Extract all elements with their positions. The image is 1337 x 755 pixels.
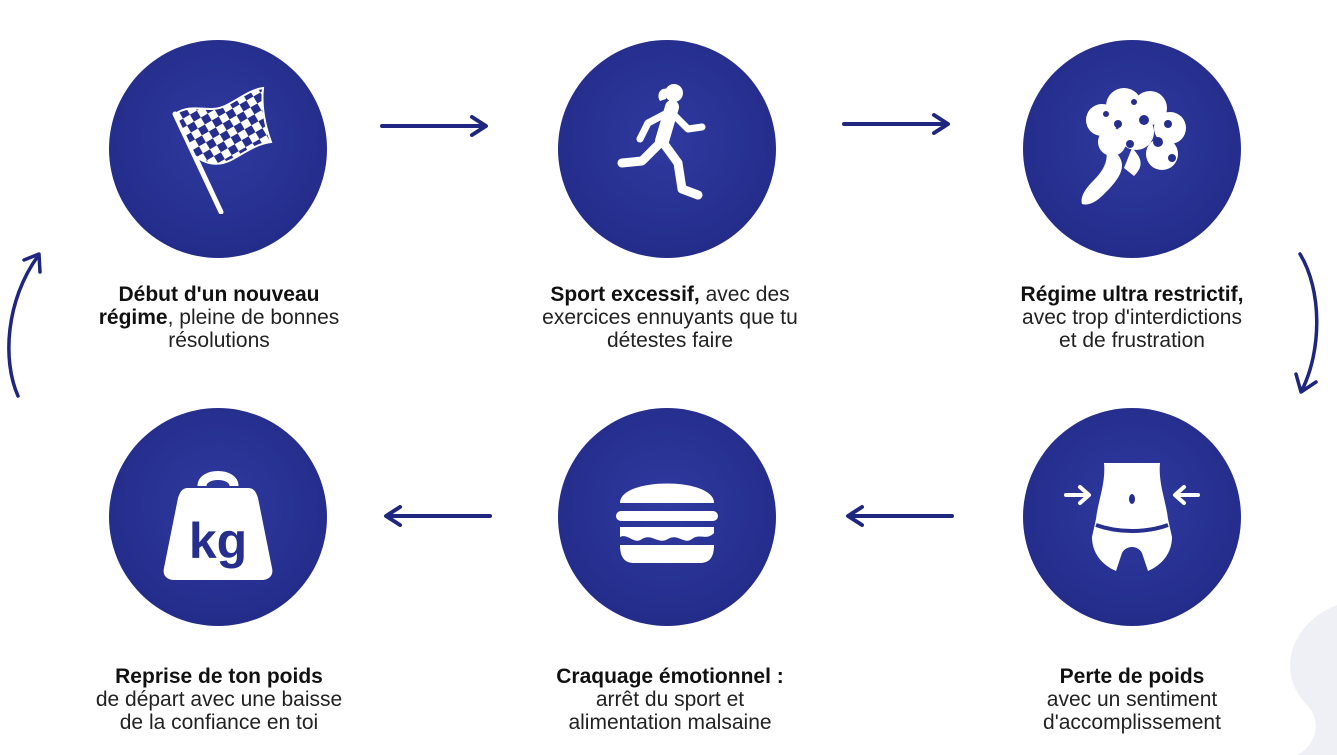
checkered-flag-icon <box>172 86 273 214</box>
kg-label: kg <box>189 513 247 569</box>
step-3-circle <box>1023 40 1241 258</box>
step-5-caption: Craquage émotionnel : arrêt du sport et … <box>505 665 835 734</box>
step-2-bold: Sport excessif, <box>550 283 700 306</box>
step-6-bold: Reprise de ton poids <box>115 665 323 688</box>
step-3-line2: avec trop d'interdictions <box>1022 306 1242 329</box>
step-6-line2: de départ avec une baisse <box>95 688 343 711</box>
step-1-bold-2: régime <box>98 306 168 329</box>
step-2-circle <box>558 40 776 258</box>
step-6-line3: de la confiance en toi <box>119 711 319 734</box>
step-5-line3: alimentation malsaine <box>568 711 772 734</box>
step-3-bold: Régime ultra restrictif, <box>1020 283 1244 306</box>
step-4-bold: Perte de poids <box>1059 665 1205 688</box>
step-3-line3: et de frustration <box>1059 329 1205 352</box>
step-2-caption: Sport excessif, avec des exercices ennuy… <box>505 283 835 352</box>
step-4-line3: d'accomplissement <box>1043 711 1221 734</box>
step-5-bold: Craquage émotionnel : <box>556 665 784 688</box>
weight-kg-icon: kg <box>163 471 273 580</box>
step-1-line2: , pleine de bonnes <box>167 306 340 329</box>
step-6-caption: Reprise de ton poids de départ avec une … <box>54 665 384 734</box>
arrow-right-icon <box>380 115 488 137</box>
step-2-line3: détestes faire <box>606 329 734 352</box>
step-1-caption: Début d'un nouveau régime, pleine de bon… <box>54 283 384 352</box>
step-5-line2: arrêt du sport et <box>595 688 745 711</box>
broccoli-icon <box>1081 88 1186 205</box>
step-1-bold: Début d'un nouveau <box>118 283 320 306</box>
step-4-line2: avec un sentiment <box>1046 688 1218 711</box>
arrow-right-icon <box>842 113 950 135</box>
burger-icon <box>616 483 718 563</box>
step-6-circle: kg <box>109 408 327 626</box>
arrow-left-icon <box>384 505 492 527</box>
waist-icon <box>1064 463 1200 571</box>
step-1-circle <box>109 40 327 258</box>
step-2-line1: avec des <box>699 283 790 306</box>
arrow-curved-up-icon <box>7 252 42 398</box>
arrow-curved-down-icon <box>1294 252 1319 394</box>
step-4-circle <box>1023 408 1241 626</box>
step-1-line3: résolutions <box>168 329 270 352</box>
runner-icon <box>617 84 706 200</box>
step-4-caption: Perte de poids avec un sentiment d'accom… <box>967 665 1297 734</box>
step-2-line2: exercices ennuyants que tu <box>542 306 798 329</box>
step-3-caption: Régime ultra restrictif, avec trop d'int… <box>967 283 1297 352</box>
arrow-left-icon <box>846 505 954 527</box>
decorative-swirl <box>1290 605 1337 755</box>
step-5-circle <box>558 408 776 626</box>
